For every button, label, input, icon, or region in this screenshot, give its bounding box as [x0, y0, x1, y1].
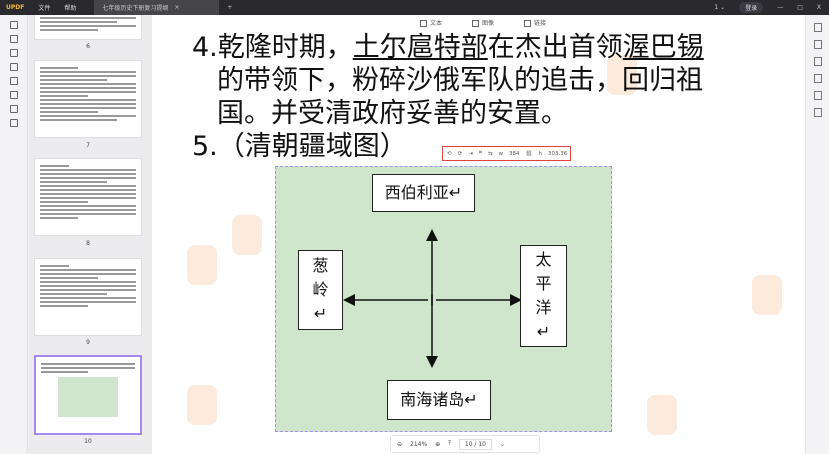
- page-thumbnail[interactable]: [34, 15, 142, 40]
- page-number: 9: [86, 339, 90, 346]
- save-icon[interactable]: [813, 91, 822, 100]
- watermark-seal: [752, 275, 782, 315]
- height-label: h: [538, 150, 543, 157]
- label-south-china-sea-islands: 南海诸岛↵: [387, 380, 491, 420]
- height-value[interactable]: 303.36: [548, 150, 568, 157]
- page-text[interactable]: 4.乾隆时期，土尔扈特部在杰出首领渥巴锡 的带领下，粉碎沙俄军队的追击，回归祖 …: [192, 32, 704, 162]
- rotate-left-icon[interactable]: ⟲: [447, 150, 452, 157]
- page-indicator[interactable]: 1 ⌄: [714, 4, 726, 11]
- edit-icon[interactable]: [9, 49, 18, 57]
- width-value[interactable]: 384: [509, 150, 520, 157]
- tab-close-icon[interactable]: ×: [174, 4, 180, 11]
- watermark-seal: [187, 385, 217, 425]
- thumbnail-panel: 6 7 8 9 10: [28, 15, 152, 454]
- export-icon[interactable]: [813, 40, 822, 49]
- zoom-out-icon[interactable]: ⊖: [397, 440, 403, 448]
- document-view: 4.乾隆时期，土尔扈特部在杰出首领渥巴锡 的带领下，粉碎沙俄军队的追击，回归祖 …: [152, 15, 805, 454]
- edit-toolbar: 文本 图像 链接: [420, 18, 546, 27]
- extract-icon[interactable]: ⇥: [468, 150, 473, 157]
- next-page-icon[interactable]: ⌄: [499, 440, 506, 448]
- watermark-seal: [607, 55, 637, 95]
- left-tool-rail: [0, 15, 28, 454]
- label-congling: 葱岭↵: [298, 250, 343, 330]
- layers-icon[interactable]: [9, 119, 18, 127]
- page-thumbnail[interactable]: [34, 158, 142, 236]
- print-icon[interactable]: [813, 108, 822, 117]
- page-icon[interactable]: [9, 63, 18, 71]
- minimize-button[interactable]: —: [777, 4, 784, 11]
- label-pacific: 太平洋↵: [520, 245, 567, 347]
- maximize-button[interactable]: □: [797, 4, 803, 11]
- document-tab[interactable]: 七年级历史下册复习提纲 ×: [94, 0, 220, 15]
- zoom-level[interactable]: 214%: [410, 440, 428, 448]
- zoom-bar: ⊖ 214% ⊕ ⤒ 10 / 10 ⌄: [390, 435, 540, 453]
- title-bar: UPDF 文件 帮助 七年级历史下册复习提纲 × + 1 ⌄ 登录 — □ X: [0, 0, 829, 15]
- replace-icon[interactable]: ⇆: [487, 150, 493, 157]
- add-image-button[interactable]: 图像: [472, 18, 494, 27]
- thumbnail-icon[interactable]: [9, 21, 18, 29]
- first-page-icon[interactable]: ⤒: [448, 440, 451, 447]
- watermark-seal: [232, 215, 262, 255]
- tab-title: 七年级历史下册复习提纲: [102, 5, 169, 12]
- organize-icon[interactable]: [9, 105, 18, 113]
- page-number: 6: [86, 43, 90, 50]
- page-thumbnail[interactable]: [34, 60, 142, 138]
- ocr-icon[interactable]: [9, 91, 18, 99]
- arrows-icon: [343, 229, 522, 368]
- page-number: 8: [86, 240, 90, 247]
- watermark-seal: [647, 395, 677, 435]
- page-number-input[interactable]: 10 / 10: [458, 438, 492, 450]
- rotate-right-icon[interactable]: ⟳: [457, 150, 463, 157]
- share-icon[interactable]: [813, 74, 822, 83]
- menu-help[interactable]: 帮助: [64, 5, 77, 12]
- protect-icon[interactable]: [813, 57, 822, 66]
- crop-icon[interactable]: ⌗: [478, 150, 482, 156]
- comment-icon[interactable]: [9, 35, 18, 43]
- add-text-button[interactable]: 文本: [420, 18, 442, 27]
- app-logo: UPDF: [6, 4, 25, 11]
- page-thumbnail[interactable]: [34, 258, 142, 336]
- login-button[interactable]: 登录: [739, 2, 764, 13]
- page-number: 10: [84, 438, 92, 445]
- zoom-in-icon[interactable]: ⊕: [435, 440, 441, 448]
- new-tab-button[interactable]: +: [227, 4, 233, 11]
- add-link-button[interactable]: 链接: [524, 18, 546, 27]
- close-button[interactable]: X: [816, 4, 821, 11]
- watermark-seal: [187, 245, 217, 285]
- lock-ratio-icon[interactable]: ⛓: [525, 150, 533, 157]
- search-icon[interactable]: [813, 23, 822, 32]
- form-icon[interactable]: [9, 77, 18, 85]
- width-label: w: [498, 150, 504, 157]
- page-thumbnail-selected[interactable]: [34, 355, 142, 435]
- menu-file[interactable]: 文件: [38, 5, 51, 12]
- selected-map-image[interactable]: 西伯利亚↵ 葱岭↵ 太平洋↵ 南海诸岛↵: [275, 166, 612, 432]
- page-number: 7: [86, 142, 90, 149]
- image-toolbar: ⟲ ⟳ ⇥ ⌗ ⇆ w 384 ⛓ h 303.36: [442, 146, 571, 161]
- right-tool-rail: [805, 15, 829, 454]
- label-siberia: 西伯利亚↵: [372, 174, 475, 212]
